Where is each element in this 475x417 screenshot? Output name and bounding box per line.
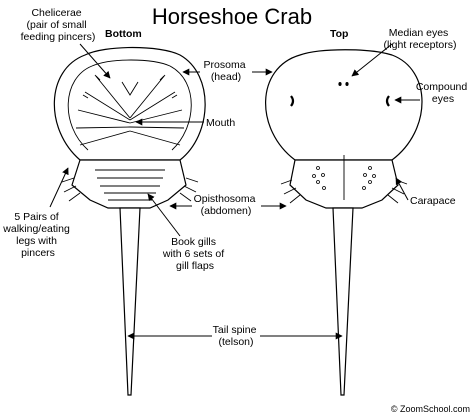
median-eye-left: [338, 82, 342, 86]
label-tail-spine: Tail spine (telson): [213, 324, 260, 348]
leader-legs: [49, 167, 69, 208]
label-legs: 5 Pairs of walking/eating legs with pinc…: [2, 211, 72, 259]
ventral-legs: [75, 74, 185, 146]
view-label-bottom: Bottom: [105, 28, 142, 40]
ventral-view-drawing: [53, 46, 206, 396]
leader-carapace: [395, 177, 409, 201]
label-mouth: Mouth: [206, 117, 235, 129]
label-opisthosoma: Opisthosoma (abdomen): [194, 193, 259, 217]
leader-chelicerae: [79, 43, 111, 79]
ventral-abdomen: [71, 159, 187, 209]
label-median-eyes: Median eyes (light receptors): [384, 27, 457, 51]
median-eye-right: [345, 82, 349, 86]
ventral-gill-flaps: [95, 169, 165, 201]
dorsal-tail: [332, 207, 354, 396]
label-prosoma: Prosoma (head): [204, 59, 249, 83]
view-label-top: Top: [330, 28, 348, 40]
dorsal-abdomen-dots: [312, 166, 376, 190]
leader-median-eyes: [351, 43, 393, 77]
compound-eye-right: [385, 95, 390, 107]
label-chelicerae: Chelicerae (pair of small feeding pincer…: [21, 7, 96, 43]
compound-eye-left: [290, 95, 295, 107]
ventral-side-spines: [61, 177, 199, 202]
label-book-gills: Book gills with 6 sets of gill flaps: [162, 236, 227, 272]
leader-lines: [49, 43, 420, 340]
ventral-carapace-outline: [53, 46, 206, 161]
dorsal-carapace: [265, 49, 423, 161]
ventral-tail: [119, 207, 141, 396]
ventral-inner-rim: [67, 59, 192, 151]
diagram-title: Horseshoe Crab: [152, 4, 312, 29]
label-compound-eyes: Compound eyes: [416, 81, 470, 105]
label-carapace: Carapace: [410, 195, 456, 207]
leader-book-gills: [147, 193, 181, 237]
dorsal-view-drawing: [265, 49, 423, 396]
credit-text: © ZoomSchool.com: [391, 404, 470, 414]
